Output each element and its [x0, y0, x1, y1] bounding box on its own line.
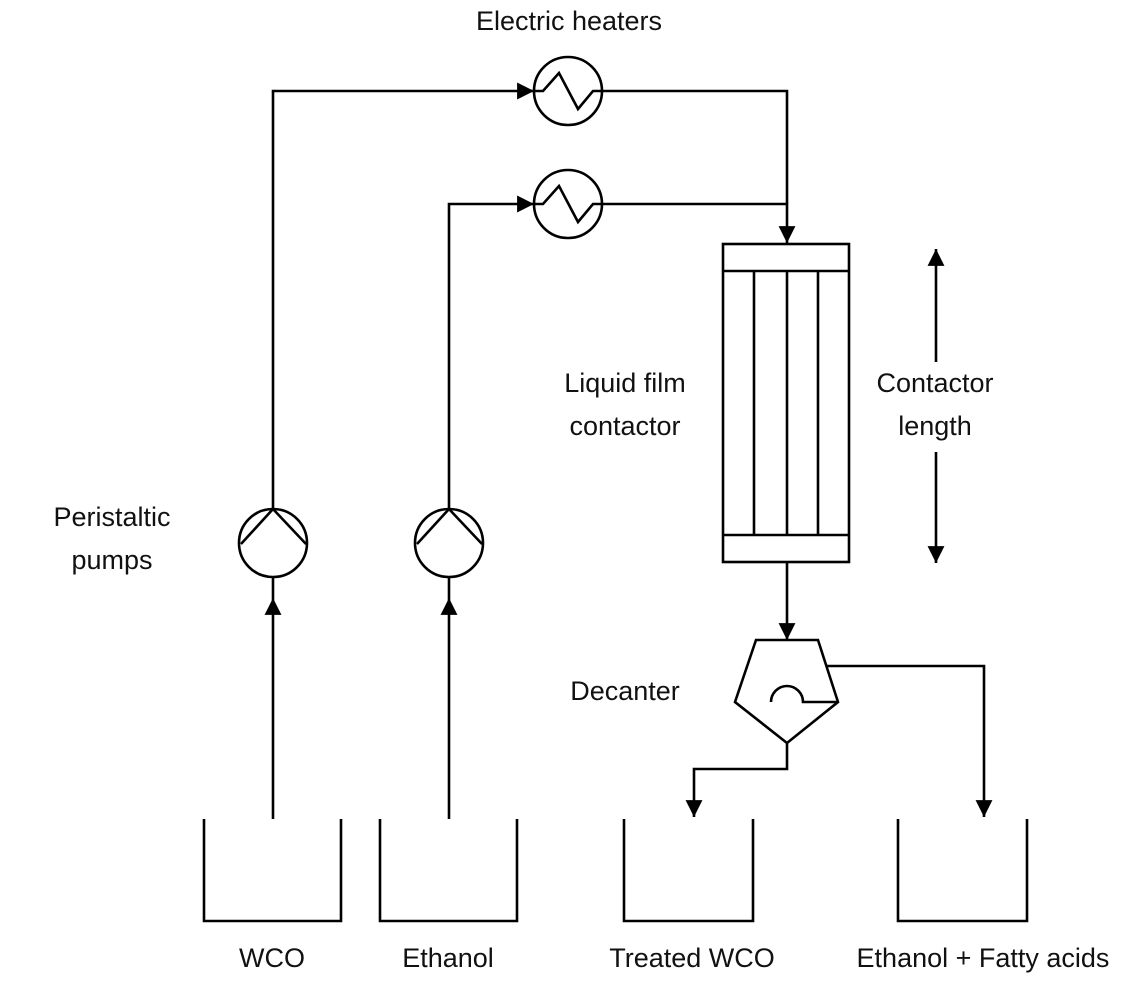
stream-heater-ethanol-to-contactor — [602, 202, 796, 243]
peristaltic-pump-wco-icon — [237, 507, 309, 579]
tank-label-treated-wco: Treated WCO — [609, 943, 775, 973]
liquid-film-contactor-icon — [721, 242, 851, 564]
peristaltic-pumps-label-1: Peristaltic — [53, 502, 170, 532]
electric-heaters-label: Electric heaters — [476, 6, 662, 36]
peristaltic-pump-ethanol-icon — [413, 507, 485, 579]
peristaltic-pumps-label-2: pumps — [71, 545, 152, 575]
stream-decanter-to-treated — [685, 743, 789, 817]
decanter-label: Decanter — [570, 676, 680, 706]
tank-label-ethanol-fatty-acids: Ethanol + Fatty acids — [857, 943, 1110, 973]
stream-wco-pump-to-heater — [271, 82, 534, 509]
electric-heater-wco-icon — [532, 55, 604, 127]
stream-decanter-to-extract — [826, 664, 993, 817]
contactor-length-label-1: Contactor — [876, 368, 993, 398]
tank-label-ethanol: Ethanol — [402, 943, 494, 973]
tank-ethanol-fatty-acids — [896, 819, 1029, 923]
stream-heater-wco-to-contactor — [602, 89, 789, 204]
tank-wco — [202, 819, 343, 923]
contactor-label-1: Liquid film — [564, 368, 686, 398]
tank-ethanol — [378, 819, 519, 923]
contactor-label-2: contactor — [569, 411, 680, 441]
stream-ethanol-pump-to-heater — [447, 195, 534, 509]
decanter-icon — [733, 638, 840, 745]
tank-treated-wco — [622, 819, 755, 923]
contactor-length-label-2: length — [898, 411, 972, 441]
tank-label-wco: WCO — [239, 943, 305, 973]
electric-heater-ethanol-icon — [532, 168, 604, 240]
